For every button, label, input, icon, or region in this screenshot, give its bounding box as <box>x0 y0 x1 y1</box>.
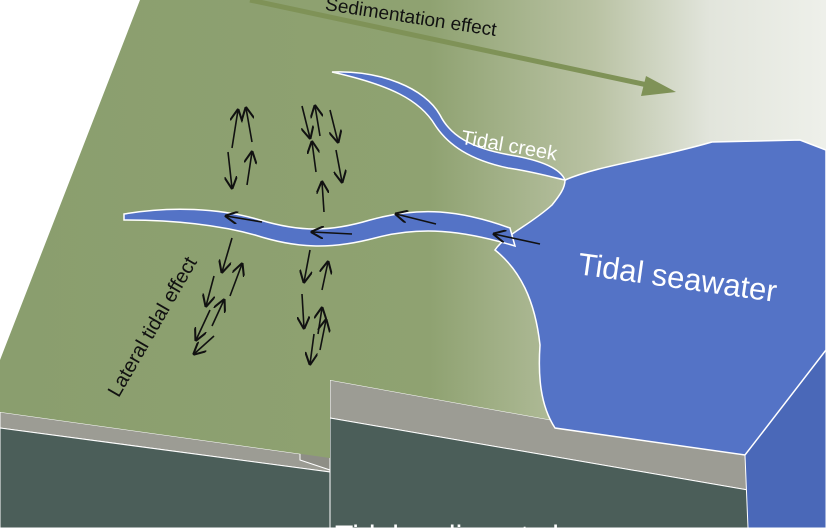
flow-arrow <box>312 232 353 234</box>
flow-arrow <box>304 249 310 282</box>
sedimentation-arrow-shaft <box>249 0 653 89</box>
sedimentation-arrow-head <box>641 76 676 96</box>
flow-arrow <box>228 151 232 188</box>
flow-arrow <box>336 149 342 182</box>
tidal-seawater <box>493 139 826 456</box>
flow-arrow <box>222 237 233 272</box>
flow-arrow <box>322 182 324 213</box>
flow-arrow <box>206 275 214 306</box>
flow-arrow <box>229 264 242 297</box>
flow-arrow <box>226 216 263 222</box>
flow-arrow <box>211 300 224 327</box>
flow-arrow <box>330 109 338 142</box>
flow-arrow <box>302 293 304 328</box>
flow-arrow <box>315 106 320 137</box>
lateral-arrows-upper <box>228 105 342 213</box>
flow-arrow <box>232 110 238 149</box>
flow-arrow <box>320 320 326 351</box>
flow-arrow <box>194 335 215 354</box>
bottom-caption-label: Tidal sediment slope <box>335 520 609 528</box>
lateral-arrows-lower <box>194 237 328 364</box>
front-side-dark-right <box>329 417 749 528</box>
tidal-creek-main <box>123 208 517 248</box>
front-side-dark-left <box>0 427 331 528</box>
flow-arrow <box>302 105 310 138</box>
flow-arrow <box>396 214 437 225</box>
tidal-creek-upper <box>331 71 567 182</box>
flow-arrow <box>196 309 211 340</box>
flow-arrow <box>312 142 316 173</box>
flow-arrow <box>322 262 328 291</box>
flow-arrow <box>246 108 252 143</box>
flow-arrow <box>247 152 252 186</box>
flow-arrow <box>494 234 541 245</box>
creek-flow-arrows <box>226 214 541 245</box>
flow-arrow <box>310 333 314 364</box>
